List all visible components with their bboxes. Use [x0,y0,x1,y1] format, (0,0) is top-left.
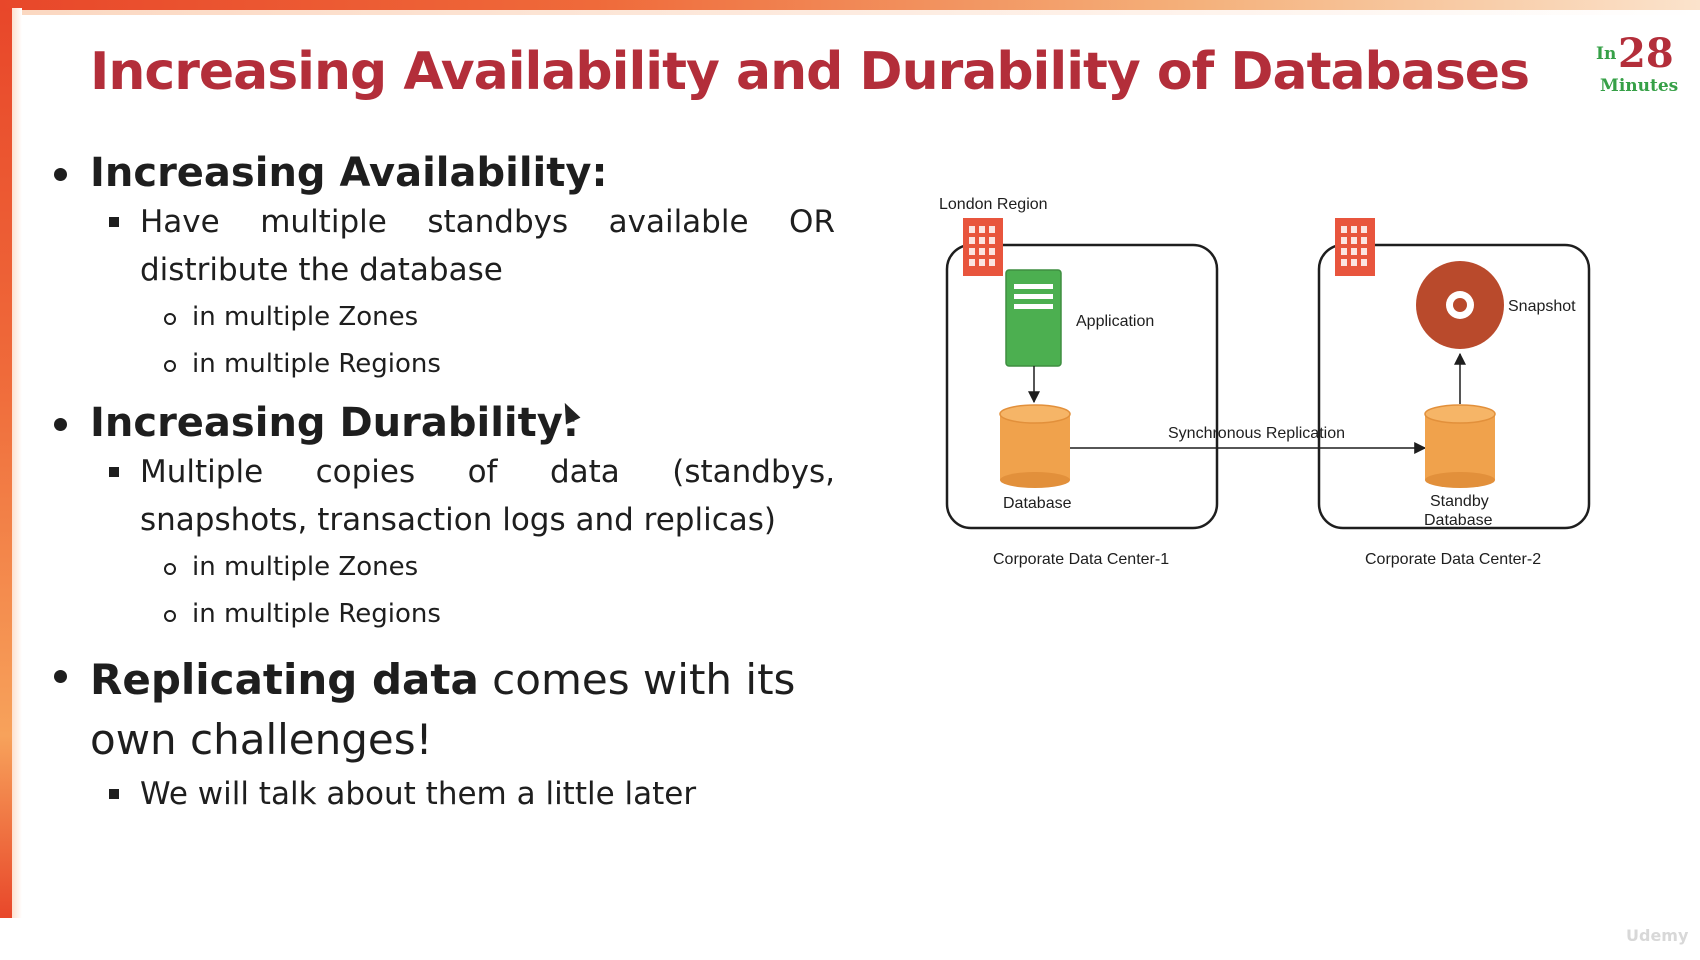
left-accent-bar [0,8,22,918]
database-icon [999,404,1071,488]
standby-label-line1: Standby [1430,493,1489,510]
replication-label: Synchronous Replication [1168,425,1345,442]
bullet-list: Increasing Availability: Have multiple s… [48,148,838,818]
in28minutes-logo: In 28 Minutes [1596,30,1680,100]
top-accent-bar [0,0,1700,15]
replication-diagram: London Region [925,180,1635,600]
logo-prefix: In [1596,44,1617,64]
udemy-watermark: Udemy [1626,926,1689,945]
replicating-bullet: Replicating data comes with its own chal… [48,650,838,770]
slide-title: Increasing Availability and Durability o… [90,42,1530,102]
logo-suffix: Minutes [1600,76,1679,96]
diagram-svg: London Region [939,196,1591,568]
application-label: Application [1076,313,1154,330]
data-center-2-box [1317,243,1591,530]
durability-heading: Increasing Durability: [48,398,838,448]
replicating-rest: comes with its own challenges! [90,655,796,764]
durability-sub-zones: in multiple Zones [164,544,838,591]
durability-point: Multiple copies of data (standbys, snaps… [109,448,835,544]
availability-heading: Increasing Availability: [48,148,838,198]
building-icon [963,218,1003,276]
data-center-1-label: Corporate Data Center-1 [993,551,1169,568]
building-icon [1335,218,1375,276]
availability-sub-regions: in multiple Regions [164,341,838,388]
standby-label-line2: Database [1424,512,1493,529]
replicating-bold: Replicating data [90,655,479,704]
snapshot-label: Snapshot [1508,298,1576,315]
snapshot-disc-icon [1416,261,1504,349]
logo-number: 28 [1618,30,1674,77]
replicating-point: We will talk about them a little later [109,770,835,818]
standby-database-icon [1424,404,1496,488]
application-server-icon [1005,269,1062,367]
london-region-label: London Region [939,196,1048,213]
availability-sub-zones: in multiple Zones [164,294,838,341]
database-label: Database [1003,495,1072,512]
durability-sub-regions: in multiple Regions [164,591,838,638]
data-center-1-box [945,243,1219,530]
availability-point: Have multiple standbys available OR dist… [109,198,835,294]
data-center-2-label: Corporate Data Center-2 [1365,551,1541,568]
